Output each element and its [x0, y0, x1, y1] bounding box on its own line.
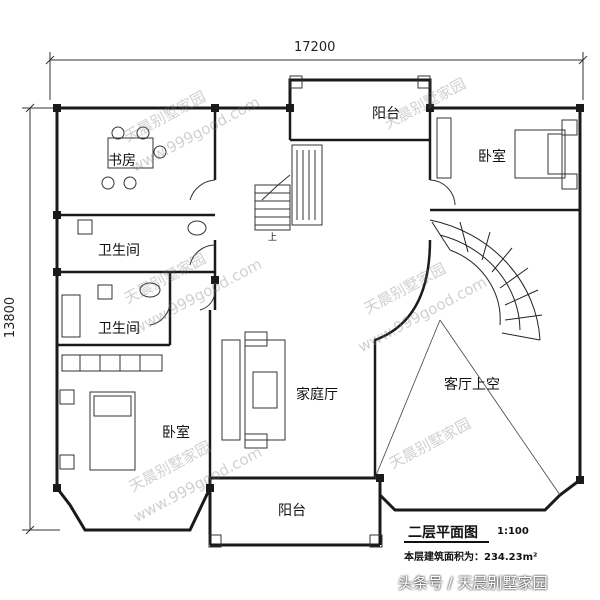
bath-fixtures	[61, 219, 207, 338]
width-dimension: 17200	[294, 40, 336, 55]
source-credit: 头条号 / 天晨别墅家园	[398, 574, 548, 592]
dimension-lines	[22, 52, 588, 535]
room-bedroom-sw: 卧室	[162, 425, 190, 441]
plan-scale: 1:100	[497, 526, 529, 537]
bed-sw	[59, 354, 163, 471]
room-bath-1: 卫生间	[98, 243, 140, 259]
columns	[53, 104, 584, 492]
room-bath-2: 卫生间	[98, 321, 140, 337]
doors	[149, 179, 456, 326]
sofa-set	[221, 331, 286, 449]
balcony-top-rail	[208, 75, 431, 548]
room-bedroom-ne: 卧室	[478, 149, 506, 165]
room-balcony-bottom: 阳台	[278, 503, 306, 519]
void-diagonals	[374, 319, 561, 496]
room-living-void: 客厅上空	[444, 377, 500, 393]
height-dimension: 13800	[3, 296, 19, 339]
plan-title: 二层平面图	[408, 525, 478, 541]
interior-walls	[57, 108, 580, 478]
stair-left	[254, 144, 323, 231]
room-study: 书房	[108, 153, 136, 169]
bed-ne	[436, 117, 578, 190]
stair-up-mark: 上	[268, 233, 278, 243]
room-family-hall: 家庭厅	[296, 387, 338, 403]
floor-area: 本层建筑面积为：234.23m²	[404, 552, 538, 563]
title-underline	[404, 541, 489, 543]
study-furniture	[101, 126, 167, 190]
stair-spiral	[429, 219, 543, 341]
room-balcony-top: 阳台	[372, 106, 400, 122]
